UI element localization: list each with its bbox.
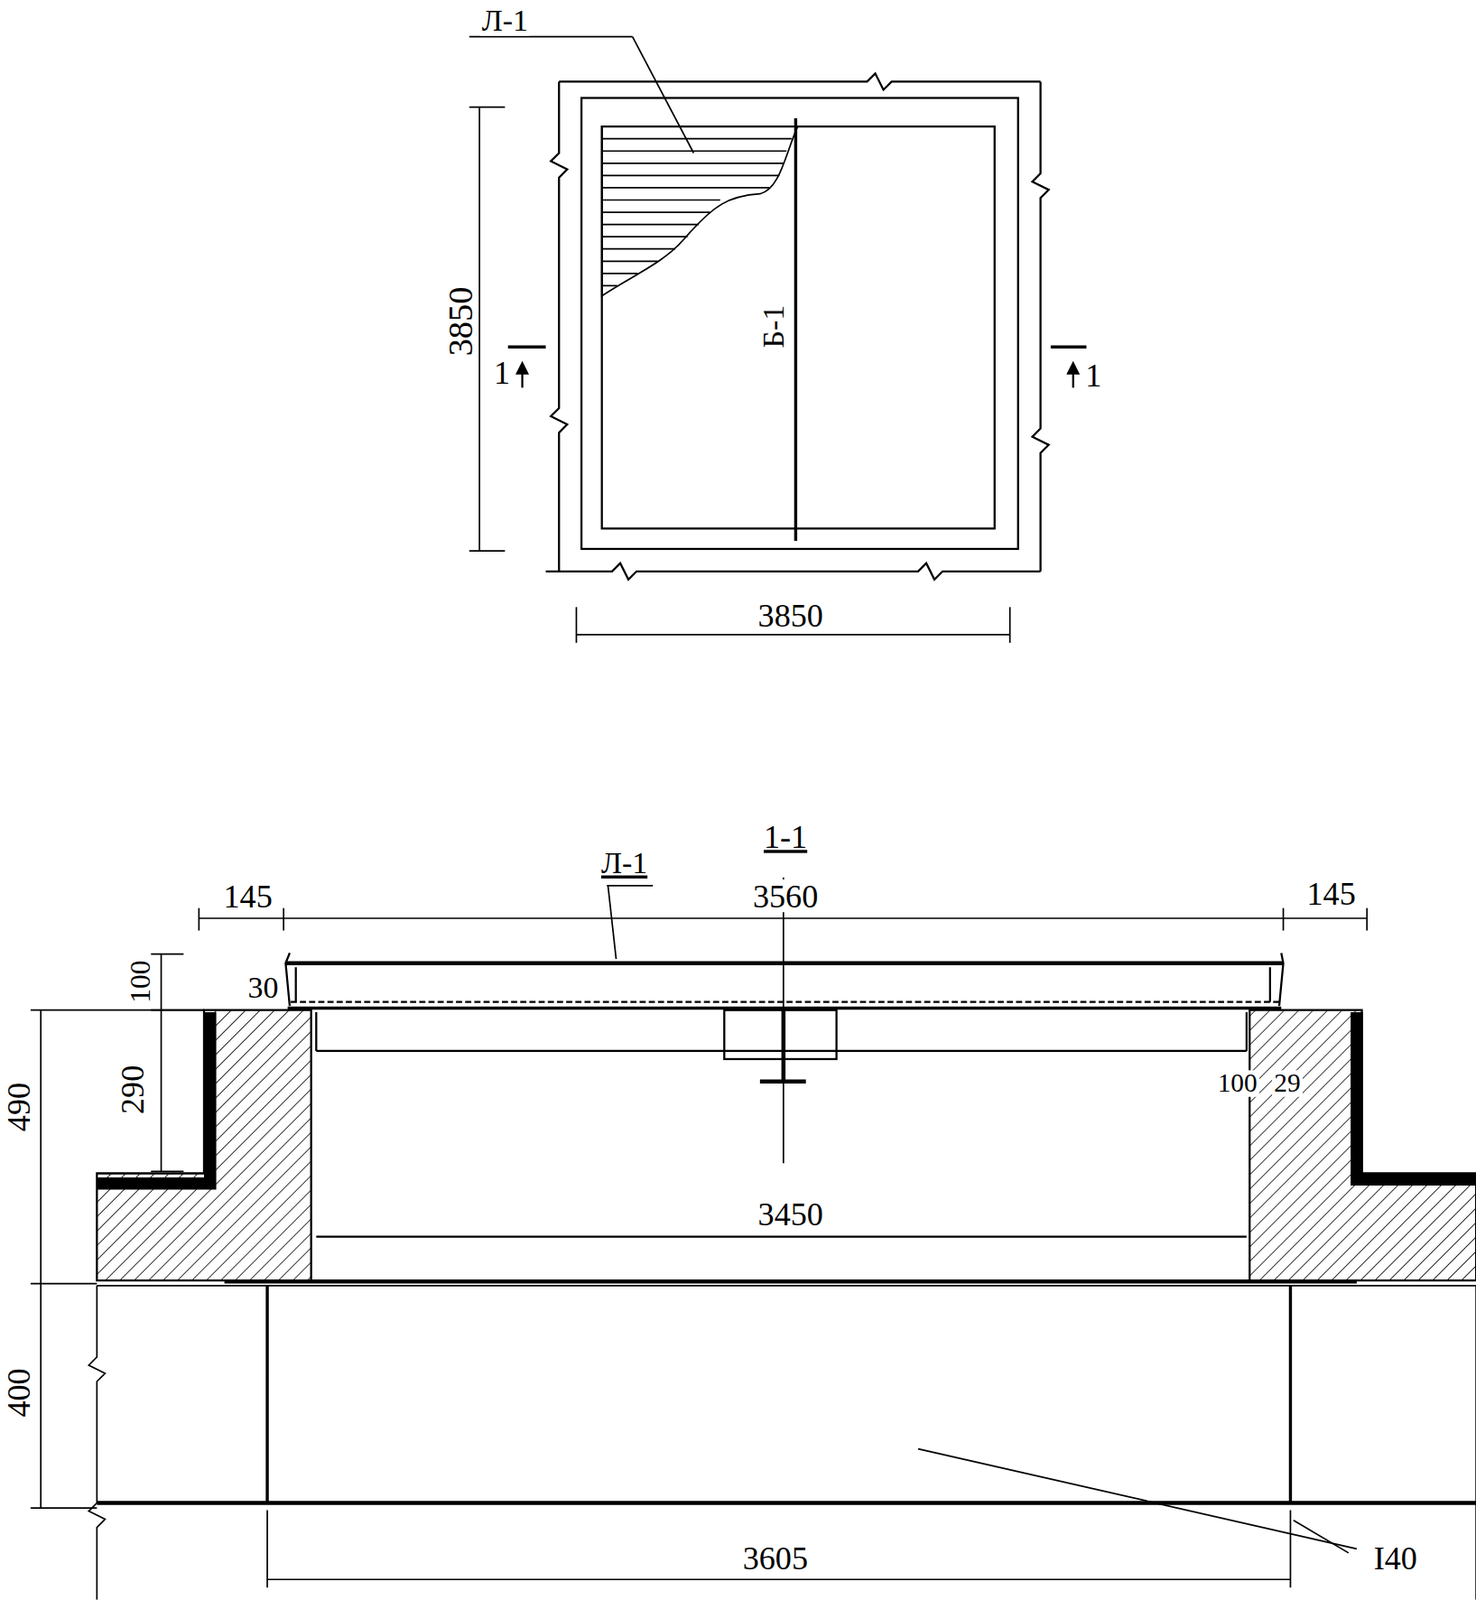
part-label: I40 bbox=[1371, 1540, 1420, 1574]
dimension-label: 3605 bbox=[740, 1540, 810, 1574]
section-mark: 1 bbox=[492, 355, 513, 389]
dimension-label: 100 bbox=[1215, 1069, 1260, 1096]
dimension-label: 3560 bbox=[751, 879, 821, 912]
part-label: Л-1 bbox=[479, 5, 530, 37]
plan-view bbox=[469, 37, 1087, 643]
dimension-label: 30 bbox=[245, 972, 280, 1003]
section-title: 1-1 bbox=[761, 820, 810, 854]
dimension-label: 3850 bbox=[444, 284, 479, 358]
dimension-label: 490 bbox=[1, 1080, 35, 1134]
part-label: Л-1 bbox=[599, 847, 650, 879]
section-mark: 1 bbox=[1083, 359, 1105, 392]
dimension-label: 145 bbox=[1304, 877, 1358, 910]
section-view bbox=[30, 877, 1476, 1600]
dimension-label: 145 bbox=[221, 879, 275, 912]
dimension-label: 29 bbox=[1271, 1069, 1303, 1096]
part-label: Б-1 bbox=[758, 302, 790, 350]
dimension-label: 400 bbox=[1, 1365, 35, 1420]
dimension-label: 100 bbox=[126, 957, 156, 1005]
dimension-label: 3450 bbox=[755, 1197, 826, 1231]
dimension-label: 3850 bbox=[755, 598, 826, 632]
dimension-label: 290 bbox=[116, 1062, 149, 1116]
